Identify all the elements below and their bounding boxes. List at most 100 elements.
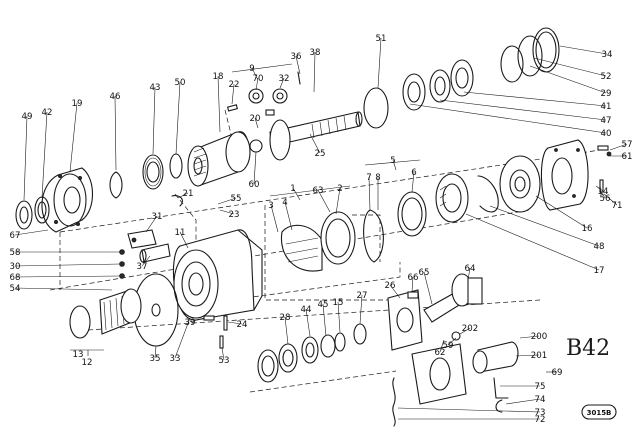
brake-drum-group xyxy=(280,191,427,272)
leader-line-20 xyxy=(254,117,259,129)
leader-line-42 xyxy=(41,111,48,199)
shaft-37 xyxy=(139,243,171,263)
leader-line-39 xyxy=(189,317,205,323)
housing-26 xyxy=(387,289,423,351)
leader-line-18 xyxy=(217,75,221,133)
circlip-46 xyxy=(109,171,123,199)
callout-33: 33 xyxy=(170,354,181,364)
callout-50: 50 xyxy=(175,78,186,88)
leader-line-16 xyxy=(535,195,588,229)
callout-74: 74 xyxy=(535,395,546,405)
callout-45: 45 xyxy=(318,300,329,310)
callout-200: 200 xyxy=(531,332,547,342)
callout-9: 9 xyxy=(249,64,254,74)
callout-46: 46 xyxy=(110,92,121,102)
leader-line-66 xyxy=(411,276,414,293)
leader-line-7 xyxy=(368,176,371,211)
callout-2: 2 xyxy=(337,184,342,194)
main-shaft-25 xyxy=(269,111,363,161)
leader-line-73 xyxy=(397,407,541,413)
callout-60: 60 xyxy=(249,180,260,190)
callout-48: 48 xyxy=(594,242,605,252)
leader-line-36 xyxy=(295,55,301,75)
small-washers xyxy=(119,249,125,279)
leader-line-51 xyxy=(377,37,382,89)
callout-69: 69 xyxy=(552,368,563,378)
leader-line-52 xyxy=(533,57,607,77)
callout-68: 68 xyxy=(10,273,21,283)
leader-line-23 xyxy=(219,209,235,215)
leader-line-65 xyxy=(423,271,433,305)
callout-39: 39 xyxy=(185,318,196,328)
callout-44: 44 xyxy=(301,305,312,315)
leader-line-70 xyxy=(255,77,259,91)
callout-201: 201 xyxy=(531,351,547,361)
leader-line-64 xyxy=(467,267,471,281)
central-housing-33 xyxy=(172,229,263,321)
callout-25: 25 xyxy=(315,149,326,159)
splined-shaft-12 xyxy=(99,288,142,335)
callout-16: 16 xyxy=(582,224,593,234)
callout-5: 5 xyxy=(390,156,395,166)
leader-line-44 xyxy=(305,308,311,337)
svg-text:3015B: 3015B xyxy=(587,409,612,417)
group-bracket-3 xyxy=(364,159,421,166)
leader-line-68 xyxy=(14,275,121,278)
leader-line-34 xyxy=(559,45,608,55)
callout-43: 43 xyxy=(150,83,161,93)
callout-36: 36 xyxy=(291,52,302,62)
lever-31 xyxy=(127,229,157,249)
leader-line-54 xyxy=(14,287,113,291)
callout-19: 19 xyxy=(72,99,83,109)
callout-21: 21 xyxy=(183,189,194,199)
leader-line-25 xyxy=(309,133,321,154)
callout-24: 24 xyxy=(237,320,248,330)
callout-35: 35 xyxy=(150,354,161,364)
leader-line-41 xyxy=(463,91,607,107)
leader-line-59 xyxy=(447,337,457,346)
leader-line-31 xyxy=(145,215,158,233)
leader-line-24 xyxy=(227,321,243,325)
leader-line-14 xyxy=(595,185,604,192)
leader-line-55 xyxy=(217,197,237,205)
leader-line-21 xyxy=(177,192,189,199)
callout-18: 18 xyxy=(213,72,224,82)
callout-49: 49 xyxy=(22,112,33,122)
callout-38: 38 xyxy=(310,48,321,58)
leader-line-71 xyxy=(603,193,618,206)
callout-11: 11 xyxy=(175,228,186,238)
leader-line-33 xyxy=(174,317,191,359)
leader-line-43 xyxy=(152,86,156,155)
callout-22: 22 xyxy=(229,80,240,90)
callout-71: 71 xyxy=(612,201,623,211)
small-gears-70-32 xyxy=(226,71,301,116)
callout-8: 8 xyxy=(375,173,380,183)
handwritten-mark: B42 xyxy=(566,336,610,361)
callout-34: 34 xyxy=(602,50,613,60)
callout-63: 63 xyxy=(313,186,324,196)
rings-29-52-34 xyxy=(500,27,560,83)
callout-3: 3 xyxy=(268,201,273,211)
callout-54: 54 xyxy=(10,284,21,294)
bearings-47-41 xyxy=(402,59,474,111)
callout-59: 59 xyxy=(443,341,454,351)
washer-60 xyxy=(249,139,263,153)
callout-52: 52 xyxy=(601,72,612,82)
callout-28: 28 xyxy=(280,313,291,323)
leader-line-63 xyxy=(317,189,331,213)
callout-1: 1 xyxy=(290,184,295,194)
callout-15: 15 xyxy=(333,298,344,308)
callout-31: 31 xyxy=(152,212,163,222)
callout-37: 37 xyxy=(137,262,148,272)
callout-12: 12 xyxy=(82,358,93,368)
leader-line-27 xyxy=(359,294,363,325)
leader-line-40 xyxy=(409,103,607,134)
callout-14: 14 xyxy=(598,187,609,197)
end-cover-40 xyxy=(540,139,589,211)
leader-line-28 xyxy=(284,316,289,345)
bolts-57-61 xyxy=(597,145,612,193)
callout-75: 75 xyxy=(535,382,546,392)
chain-73 xyxy=(392,377,396,427)
callout-53: 53 xyxy=(219,356,230,366)
